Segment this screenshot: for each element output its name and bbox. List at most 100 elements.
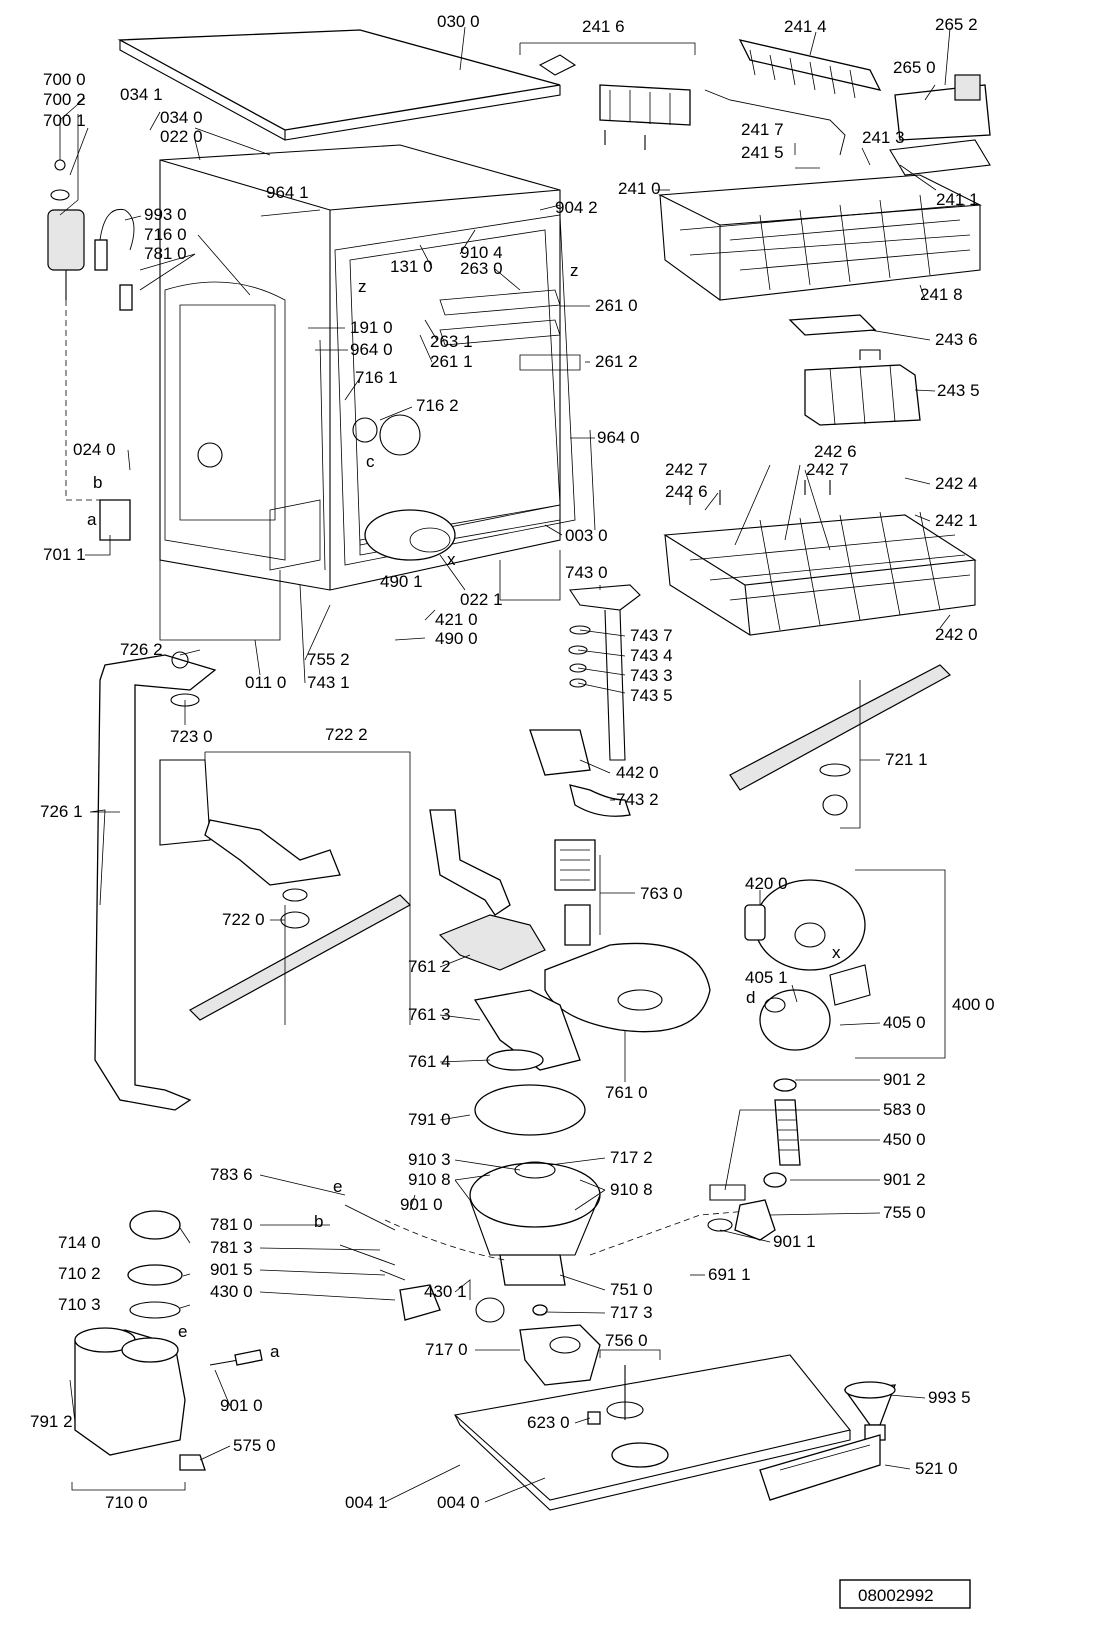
callout: 901 2 xyxy=(883,1070,926,1089)
callout: 751 0 xyxy=(610,1280,653,1299)
callout: 263 0 xyxy=(460,259,503,278)
callout: 701 1 xyxy=(43,545,86,564)
letter-c: c xyxy=(366,452,375,471)
callout: 743 1 xyxy=(307,673,350,692)
letter-z-2: z xyxy=(570,261,579,280)
callout: 034 0 xyxy=(160,108,203,127)
callout: 717 2 xyxy=(610,1148,653,1167)
letter-e-1: e xyxy=(333,1177,342,1196)
callout: 964 1 xyxy=(266,183,309,202)
callout: 743 3 xyxy=(630,666,673,685)
callout: 242 4 xyxy=(935,474,978,493)
leader-lines xyxy=(59,26,951,1503)
callout: 241 1 xyxy=(936,190,979,209)
callout: 241 4 xyxy=(784,17,827,36)
callout: 743 4 xyxy=(630,646,673,665)
heater-part xyxy=(707,1078,801,1241)
callout: 791 2 xyxy=(30,1412,73,1431)
cutlery-basket-part xyxy=(788,314,921,426)
callout: 242 7 xyxy=(806,460,849,479)
callout: 781 3 xyxy=(210,1238,253,1257)
callout: 700 0 xyxy=(43,70,86,89)
callout: 761 2 xyxy=(408,957,451,976)
sump-part xyxy=(384,1161,761,1323)
upper-rack-part xyxy=(657,174,983,301)
wash-motor-part xyxy=(744,879,871,1051)
letter-e-2: e xyxy=(178,1322,187,1341)
callout: 030 0 xyxy=(437,12,480,31)
letter-d: d xyxy=(746,988,755,1007)
callout: 034 1 xyxy=(120,85,163,104)
callout: 901 2 xyxy=(883,1170,926,1189)
callout: 004 1 xyxy=(345,1493,388,1512)
supply-pipe-part xyxy=(94,651,217,1111)
callout: 242 6 xyxy=(665,482,708,501)
callout: 241 8 xyxy=(920,285,963,304)
callout: 761 4 xyxy=(408,1052,451,1071)
upper-spray-arm-part xyxy=(729,664,951,816)
callout: 442 0 xyxy=(616,763,659,782)
letter-b-2: b xyxy=(314,1212,323,1231)
callout: 241 0 xyxy=(618,179,661,198)
callout: 717 0 xyxy=(425,1340,468,1359)
callout: 024 0 xyxy=(73,440,116,459)
callout: 022 0 xyxy=(160,127,203,146)
callout: 901 5 xyxy=(210,1260,253,1279)
callout: 242 7 xyxy=(665,460,708,479)
callout: 722 2 xyxy=(325,725,368,744)
callout: 261 2 xyxy=(595,352,638,371)
callout: 904 2 xyxy=(555,198,598,217)
callout: 623 0 xyxy=(527,1413,570,1432)
part-callouts: 030 0 241 6 241 4 265 2 265 0 700 0 700 … xyxy=(30,12,995,1512)
worktop-part xyxy=(117,29,561,141)
callout: 781 0 xyxy=(210,1215,253,1234)
supply-arm-part xyxy=(529,584,641,817)
callout: 716 2 xyxy=(416,396,459,415)
callout: 721 1 xyxy=(885,750,928,769)
callout: 743 7 xyxy=(630,626,673,645)
callout: 022 1 xyxy=(460,590,503,609)
callout: 993 0 xyxy=(144,205,187,224)
lower-rack-part xyxy=(663,480,977,636)
callout: 691 1 xyxy=(708,1265,751,1284)
callout: 993 5 xyxy=(928,1388,971,1407)
callout: 756 0 xyxy=(605,1331,648,1350)
funnel-part xyxy=(843,1381,896,1441)
callout: 910 8 xyxy=(610,1180,653,1199)
callout: 241 3 xyxy=(862,128,905,147)
callout: 011 0 xyxy=(245,673,286,692)
callout: 964 0 xyxy=(597,428,640,447)
callout: 261 0 xyxy=(595,296,638,315)
callout: 722 0 xyxy=(222,910,265,929)
callout: 791 0 xyxy=(408,1110,451,1129)
letter-a-1: a xyxy=(87,510,97,529)
callout: 243 5 xyxy=(937,381,980,400)
callout: 781 0 xyxy=(144,244,187,263)
callout: 726 1 xyxy=(40,802,83,821)
callout: 901 0 xyxy=(400,1195,443,1214)
callout: 521 0 xyxy=(915,1459,958,1478)
base-plate-part xyxy=(453,1354,851,1511)
callout: 261 1 xyxy=(430,352,473,371)
callout: 714 0 xyxy=(58,1233,101,1252)
letter-z-1: z xyxy=(358,277,367,296)
drain-pump-part xyxy=(519,1304,601,1386)
softener-part xyxy=(74,1204,441,1471)
callout: 265 2 xyxy=(935,15,978,34)
callout: 901 1 xyxy=(773,1232,816,1251)
letter-x-1: x xyxy=(447,550,456,569)
callout: 710 3 xyxy=(58,1295,101,1314)
callout: 450 0 xyxy=(883,1130,926,1149)
callout: 241 7 xyxy=(741,120,784,139)
callout: 490 1 xyxy=(380,572,423,591)
drawing-number: 08002992 xyxy=(858,1586,934,1605)
callout: 716 0 xyxy=(144,225,187,244)
callout: 583 0 xyxy=(883,1100,926,1119)
callout: 743 0 xyxy=(565,563,608,582)
callout: 420 0 xyxy=(745,874,788,893)
callout: 242 6 xyxy=(814,442,857,461)
top-spray-holder-part xyxy=(704,39,882,156)
letter-b-1: b xyxy=(93,473,102,492)
callout: 265 0 xyxy=(893,58,936,77)
